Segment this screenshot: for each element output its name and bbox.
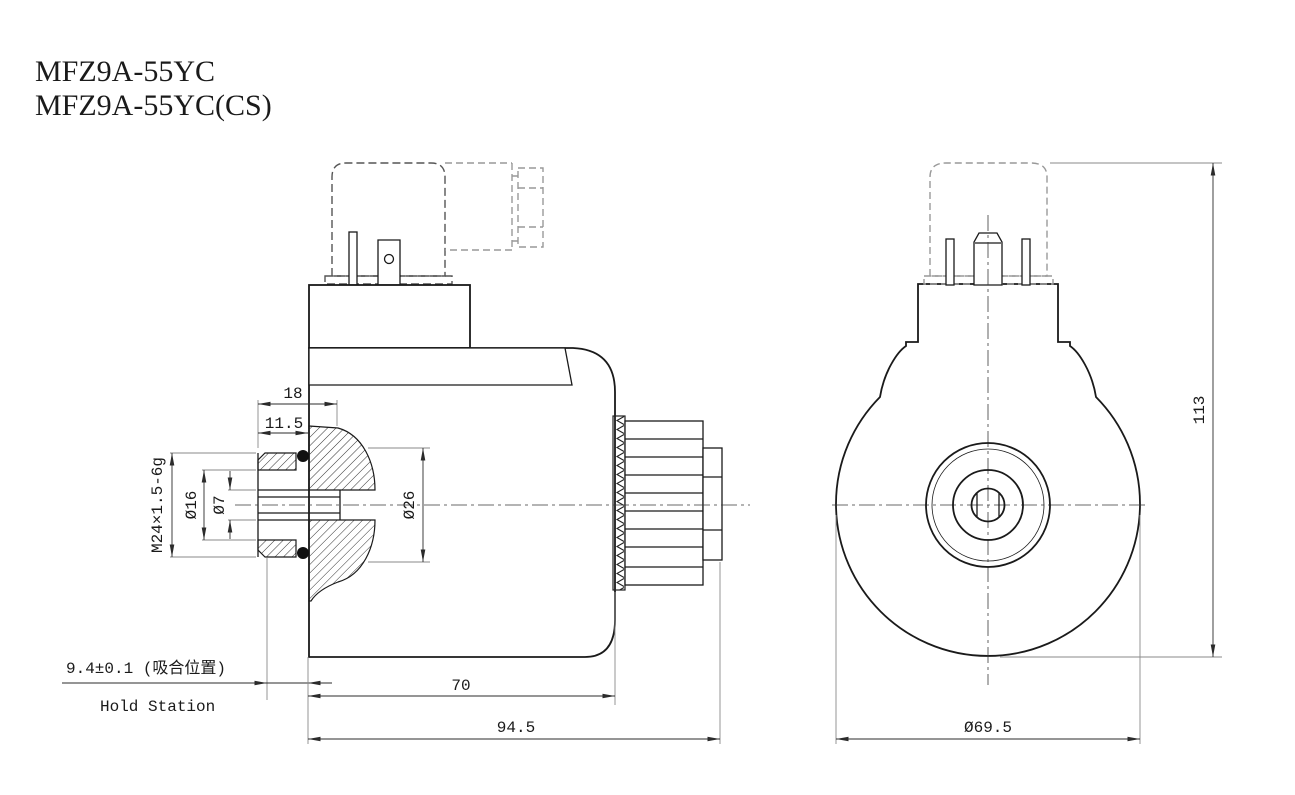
terminal-pins [348,231,401,286]
rear-hub [702,447,723,561]
center-bore [258,489,341,521]
din-connector-hidden-outline-front [923,162,1054,285]
dim-dia69-5: Ø69.5 [964,719,1012,737]
core-plug-lower [308,519,376,602]
dim-113: 113 [1191,396,1209,425]
side-view-dimensions: 18 11.5 M24×1.5-6g Ø16 Ø7 Ø26 [62,385,721,744]
o-ring-lower [297,547,309,559]
dim-dia16: Ø16 [183,491,201,520]
dim-dia26: Ø26 [401,491,419,520]
front-view: 113 Ø69.5 [832,162,1222,744]
fin-block [624,420,704,586]
drawing-title-line1: MFZ9A-55YC [35,55,215,88]
knurled-ring [612,415,626,591]
dim-70: 70 [451,677,470,695]
pin-right [1021,238,1031,286]
o-ring-upper [297,450,309,462]
pin-left [945,238,955,286]
flat-terminal-pin [377,239,401,286]
armature-tube-section [257,425,376,602]
core-plug-upper [308,425,376,491]
nameplate-flange [308,347,573,386]
front-view-dimensions: 113 Ø69.5 [835,162,1222,744]
tube-wall-lower [257,539,297,558]
ribbed-end [612,415,723,591]
dim-hold-station-en: Hold Station [100,698,215,716]
dim-thread: M24×1.5-6g [149,457,167,553]
terminal-block [308,284,471,349]
tube-wall-upper [257,452,297,471]
ground-pin [348,231,358,286]
terminal-pins-front [945,232,1031,286]
dim-94-5: 94.5 [497,719,535,737]
din-connector-hidden-outline [324,162,544,285]
center-bore-circles [925,442,1051,568]
dim-11-5: 11.5 [265,415,303,433]
drawing-title-line2: MFZ9A-55YC(CS) [35,89,272,122]
dim-hold-station-cn: 9.4±0.1 (吸合位置) [66,659,226,678]
coil-body [308,347,616,658]
cable-gland-hidden-outline [512,167,544,248]
pin-center [973,232,1003,286]
dim-18: 18 [283,385,302,403]
bore-flats [976,493,1000,517]
dim-dia7: Ø7 [211,495,229,514]
side-section-view: 18 11.5 M24×1.5-6g Ø16 Ø7 Ø26 [62,162,750,744]
terminal-pin-hole [383,253,395,265]
